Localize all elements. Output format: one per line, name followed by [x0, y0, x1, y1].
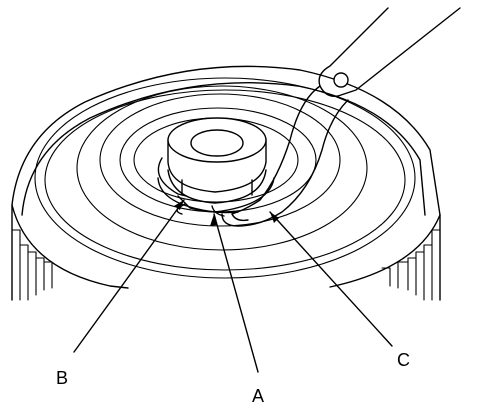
arrowhead-a: [210, 214, 217, 226]
callout-label-b: B: [56, 368, 68, 388]
callout-label-c: C: [397, 350, 410, 370]
arrowhead-b: [174, 200, 184, 210]
drum-body: [11, 65, 441, 301]
drum-spline-teeth: [11, 229, 441, 301]
center-hub: [157, 117, 275, 213]
leader-line-b: [73, 199, 185, 353]
leader-line-c: [269, 211, 393, 347]
snap-ring: [157, 157, 239, 217]
leader-line-a: [213, 213, 259, 373]
callout-label-a: A: [252, 386, 264, 406]
arrowhead-c: [270, 212, 279, 223]
screwdriver-tool: [221, 7, 461, 227]
drum-rings: [34, 77, 416, 279]
